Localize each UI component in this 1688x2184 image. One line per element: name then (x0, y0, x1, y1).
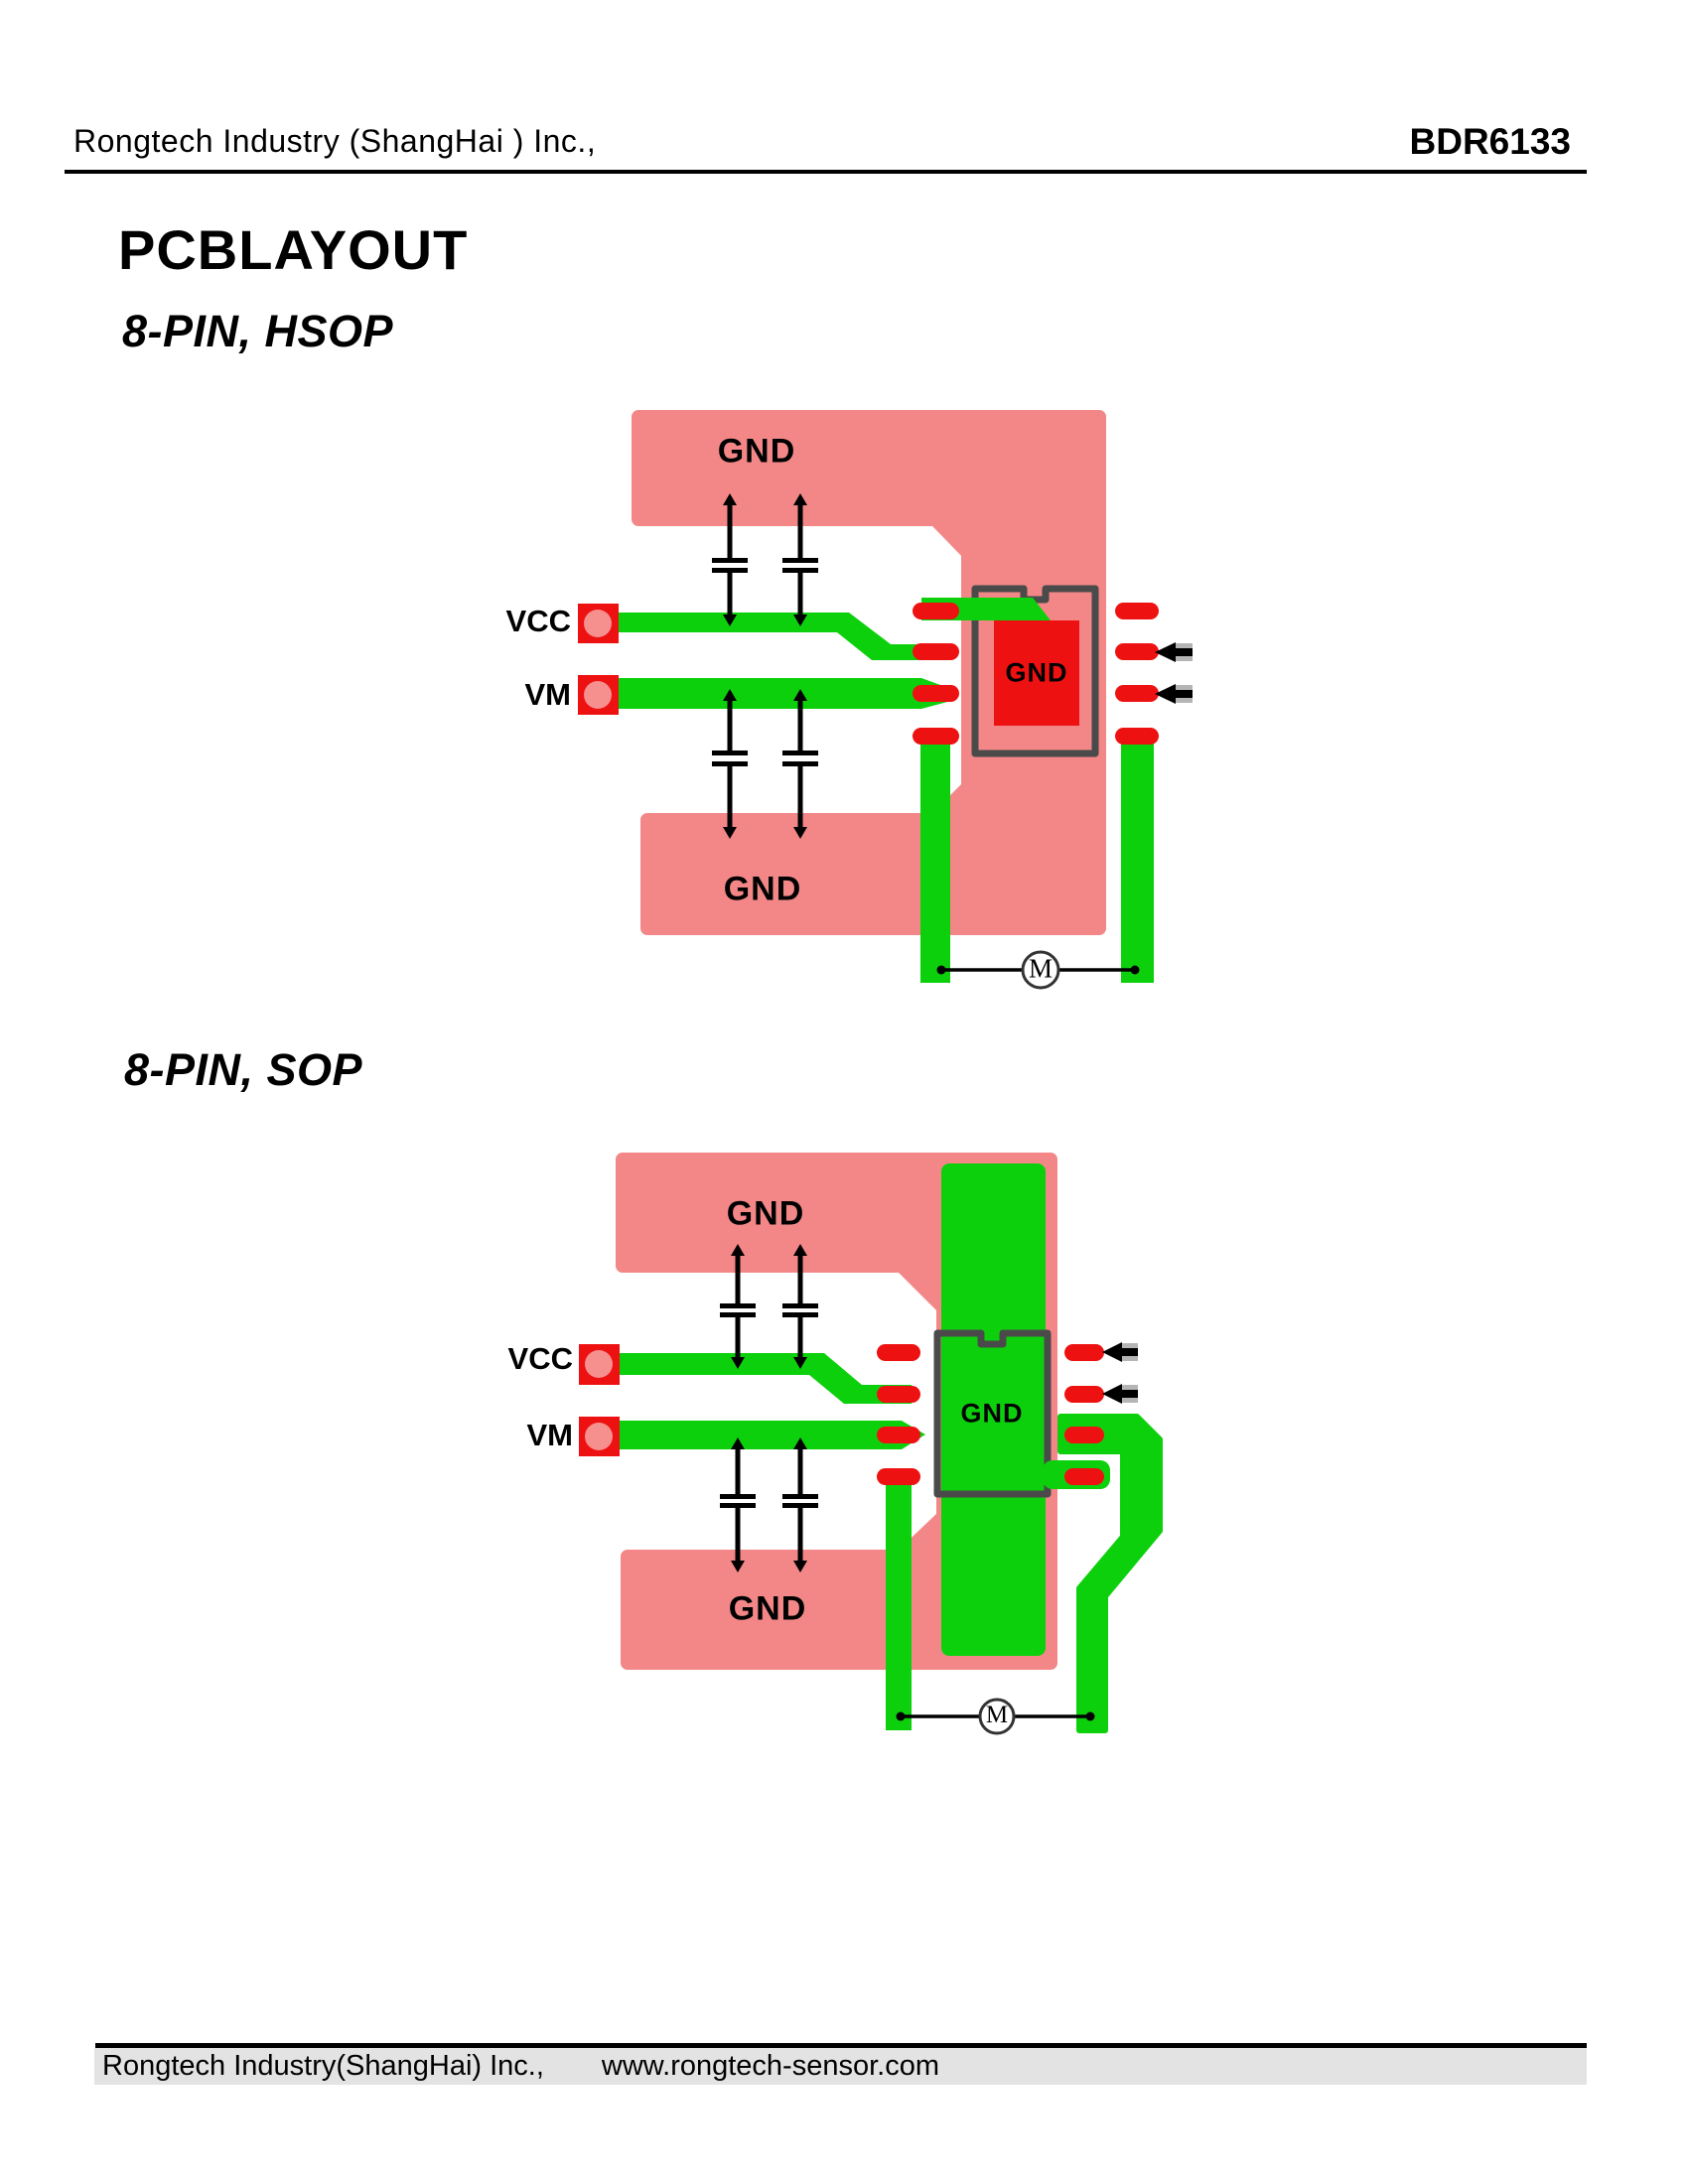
capacitor (720, 1437, 756, 1572)
pad-right-2 (1115, 643, 1159, 660)
header-part-number: BDR6133 (1409, 121, 1571, 162)
motor-label: M (1028, 953, 1054, 984)
motor-symbol (936, 950, 1140, 990)
section-heading-sop: 8-PIN, SOP (124, 1044, 363, 1095)
vm-trace (619, 1421, 925, 1449)
vm-terminal (578, 675, 619, 715)
pad-right-4 (1064, 1468, 1104, 1485)
pin-arrow-icon (1155, 642, 1193, 662)
pad-right-1 (1115, 603, 1159, 619)
chip-outline (933, 1329, 1052, 1498)
capacitor (782, 1437, 818, 1572)
chip-gnd-label: GND (960, 1398, 1024, 1429)
pad-right-3 (1115, 685, 1159, 702)
capacitor (782, 689, 818, 839)
gnd-plane-label: GND (726, 1194, 805, 1233)
motor-out1-column (920, 735, 950, 983)
footer-rule (95, 2043, 1587, 2048)
vcc-label: VCC (505, 604, 571, 638)
pad-left-3 (877, 1427, 920, 1443)
thermal-pad (994, 620, 1079, 726)
vcc-terminal (578, 604, 619, 643)
header-company: Rongtech Industry (ShangHai ) Inc., (73, 123, 597, 159)
pad-left-4 (877, 1468, 920, 1485)
motor-out1-column (886, 1478, 912, 1730)
pad-left-2 (877, 1386, 920, 1403)
hsop-diagram (578, 410, 1193, 990)
pad-left-1 (877, 1344, 920, 1361)
motor-out2-column (1121, 735, 1154, 983)
gnd-trace-plane (941, 1163, 1046, 1656)
sop-diagram (579, 1153, 1163, 1735)
motor-symbol (896, 1698, 1095, 1735)
gnd-plane-label: GND (723, 870, 802, 908)
pad-right-4 (1115, 728, 1159, 745)
section-heading-hsop: 8-PIN, HSOP (122, 306, 394, 356)
capacitor (782, 493, 818, 626)
chip-gnd-label: GND (1005, 657, 1068, 688)
vm-trace (619, 678, 951, 709)
vm-label: VM (526, 1418, 574, 1452)
pad-left-1 (913, 603, 959, 619)
footer-band: Rongtech Industry(ShangHai) Inc., www.ro… (94, 2048, 1587, 2085)
page-title: PCBLAYOUT (118, 218, 469, 281)
header-rule (65, 170, 1587, 174)
motor-label: M (985, 1702, 1009, 1728)
capacitor (712, 689, 748, 839)
pad-right-2 (1064, 1386, 1104, 1403)
gnd-plane-label: GND (728, 1589, 807, 1628)
pin-arrow-icon (1102, 1384, 1138, 1404)
motor-out2-trace (1057, 1414, 1163, 1733)
footer-company: Rongtech Industry(ShangHai) Inc., (102, 2050, 544, 2082)
vcc-trace (619, 1353, 912, 1404)
chip-outline (971, 585, 1099, 757)
pad-left-3 (913, 685, 959, 702)
pad-right-3 (1064, 1427, 1104, 1443)
capacitor (720, 1244, 756, 1369)
pad-left-4 (913, 728, 959, 745)
vm-label: VM (524, 677, 572, 712)
vcc-label: VCC (507, 1341, 573, 1376)
pin-arrow-icon (1102, 1342, 1138, 1362)
gnd-plane-label: GND (717, 432, 796, 471)
vm-terminal (579, 1417, 620, 1456)
vcc-terminal (579, 1344, 620, 1385)
footer-website: www.rongtech-sensor.com (601, 2050, 939, 2082)
pin-arrow-icon (1155, 684, 1193, 704)
pad-left-2 (913, 643, 959, 660)
capacitor (712, 493, 748, 626)
pad-right-1 (1064, 1344, 1104, 1361)
vcc-trace (619, 613, 938, 660)
capacitor (782, 1244, 818, 1369)
